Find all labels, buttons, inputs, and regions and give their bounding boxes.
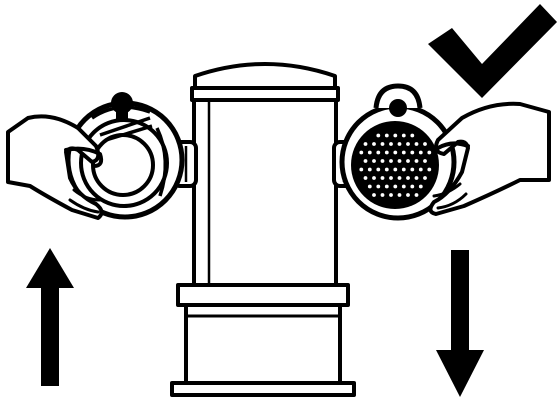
mesh-hole [363, 159, 368, 163]
left-shade-arc-1 [91, 105, 151, 120]
mesh-hole [406, 159, 410, 163]
mesh-hole [367, 167, 372, 172]
mesh-perforations [359, 133, 432, 197]
left-finger-1 [72, 188, 102, 202]
right-hand [428, 101, 551, 216]
housing-foot-plate [170, 381, 356, 397]
mesh-hole [367, 150, 372, 155]
mesh-hole [406, 193, 410, 197]
mesh-hole [380, 176, 385, 180]
mesh-hole [418, 184, 423, 189]
right-latch-loop [373, 83, 423, 109]
mesh-hole [410, 150, 415, 155]
mesh-hole [397, 142, 402, 146]
mesh-hole [406, 176, 410, 180]
mesh-hole [372, 159, 376, 163]
mesh-hole [389, 176, 393, 180]
mesh-hole [376, 150, 381, 155]
mesh-hole [401, 167, 406, 172]
mesh-hole [423, 159, 427, 163]
left-shade-arc-2 [155, 127, 168, 197]
mesh-hole [380, 159, 385, 163]
housing-base [184, 303, 342, 385]
right-finger-2 [436, 192, 468, 210]
mesh-hole [414, 193, 419, 197]
mesh-hole [363, 142, 368, 146]
cylindrical-housing [170, 62, 356, 397]
left-strap-line-2 [105, 124, 153, 142]
mesh-hole [406, 142, 410, 146]
left-thumb [64, 146, 104, 168]
mesh-hole [393, 150, 398, 155]
mesh-hole [423, 176, 427, 180]
mesh-hole [393, 133, 398, 138]
mesh-hole [372, 193, 376, 197]
mesh-hole [397, 159, 402, 163]
right-filter-latch [373, 83, 423, 117]
arrow-up-head [26, 248, 74, 288]
mesh-hole [367, 184, 372, 189]
mesh-hole [376, 184, 381, 189]
mesh-hole [401, 133, 406, 138]
mesh-hole [380, 193, 385, 197]
left-latch-stem [116, 108, 128, 122]
mesh-hole [393, 184, 398, 189]
mesh-hole [414, 159, 419, 163]
right-hand-palm [428, 101, 551, 216]
mesh-hole [427, 167, 432, 172]
mesh-hole [384, 167, 389, 172]
check-mark-icon [428, 4, 557, 98]
mesh-hole [359, 167, 364, 172]
housing-body [192, 98, 338, 287]
mesh-hole [410, 133, 415, 138]
mesh-hole [372, 176, 376, 180]
mesh-hole [389, 159, 393, 163]
housing-top-cap [193, 62, 337, 92]
mesh-hole [427, 150, 432, 155]
mesh-hole [376, 133, 381, 138]
mesh-hole [401, 150, 406, 155]
mesh-hole [359, 150, 364, 155]
mesh-hole [410, 184, 415, 189]
mesh-hole [376, 167, 381, 172]
arrow-down-icon [436, 250, 484, 397]
mesh-hole [393, 167, 398, 172]
left-hand [6, 114, 104, 220]
mesh-hole [401, 184, 406, 189]
left-lens-assembly [6, 92, 185, 220]
housing-base-ring [176, 283, 350, 307]
mesh-hole [418, 150, 423, 155]
mesh-hole [397, 176, 402, 180]
mesh-hole [384, 150, 389, 155]
left-strap-line [99, 116, 151, 137]
right-finger-1 [432, 182, 462, 198]
mesh-hole [418, 167, 423, 172]
arrow-up-shaft [41, 286, 59, 386]
mesh-hole [384, 133, 389, 138]
right-latch-knob [389, 99, 407, 117]
arrow-down-shaft [451, 250, 469, 352]
mesh-hole [410, 167, 415, 172]
left-lens-shading [91, 105, 168, 197]
mesh-hole [414, 176, 419, 180]
mesh-hole [363, 176, 368, 180]
mesh-hole [384, 184, 389, 189]
right-thumb [436, 141, 470, 150]
left-lens-glass [91, 133, 155, 197]
mesh-hole [380, 142, 385, 146]
mesh-hole [423, 142, 427, 146]
mesh-hole [397, 193, 402, 197]
mesh-hole [389, 142, 393, 146]
right-filter-assembly [339, 83, 551, 221]
mesh-hole [389, 193, 393, 197]
mesh-hole [414, 142, 419, 146]
mesh-hole [372, 142, 376, 146]
arrow-up-icon [26, 248, 74, 386]
left-finger-2 [68, 198, 100, 214]
arrow-down-head [436, 350, 484, 397]
